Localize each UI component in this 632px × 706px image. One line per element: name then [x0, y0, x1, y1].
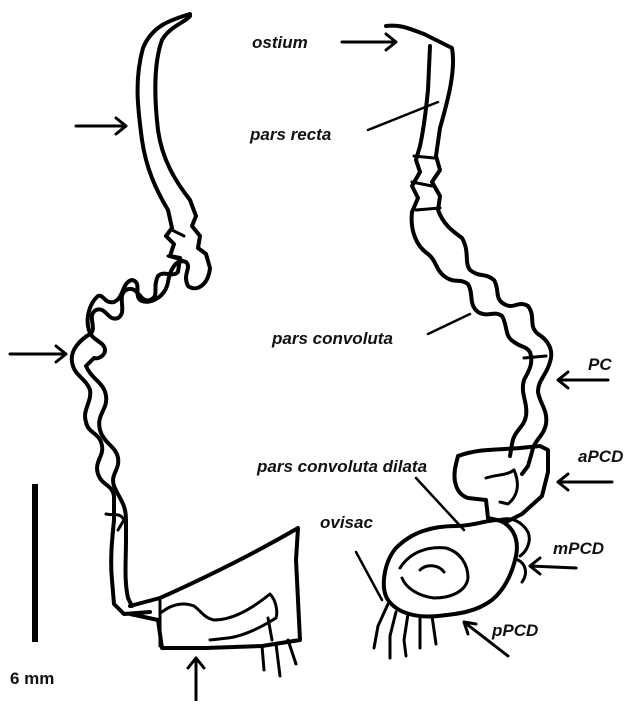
scale-bar: 6 mm: [10, 484, 54, 688]
arrow-bottom: [188, 658, 204, 700]
leader-pars-convoluta: [428, 314, 470, 334]
label-ostium: ostium: [252, 33, 308, 52]
label-pc: PC: [588, 355, 612, 374]
right-apcd-segment: [455, 446, 549, 522]
scale-bar-label: 6 mm: [10, 669, 54, 688]
left-ovisac-outer: [130, 528, 300, 648]
scale-bar-line: [32, 484, 38, 642]
label-ovisac: ovisac: [320, 513, 373, 532]
right-oviduct-inner-wall: [412, 46, 532, 456]
arrow-left-middle: [10, 346, 66, 362]
right-apcd-fold: [486, 470, 517, 504]
leader-ovisac: [356, 552, 382, 600]
arrow-mpcd: [530, 558, 576, 574]
arrow-ostium: [342, 34, 396, 50]
arrow-left-upper: [76, 118, 126, 134]
right-oviduct: [374, 26, 551, 658]
arrow-pc: [558, 372, 608, 388]
right-mpcd-segment: [498, 519, 529, 582]
label-pars-convoluta: pars convoluta: [271, 329, 393, 348]
right-dilata-inner: [400, 548, 468, 598]
label-pars-recta: pars recta: [249, 125, 331, 144]
label-ppcd: pPCD: [491, 621, 538, 640]
label-mpcd: mPCD: [553, 539, 604, 558]
arrow-apcd: [558, 474, 612, 490]
left-ovisac-inner: [160, 594, 277, 646]
leader-pars-recta: [368, 102, 438, 130]
label-apcd: aPCD: [578, 447, 623, 466]
left-oviduct: [72, 14, 300, 676]
right-pars-convoluta-dilata: [384, 520, 517, 616]
label-pars-convoluta-dilata: pars convoluta dilata: [256, 457, 427, 476]
